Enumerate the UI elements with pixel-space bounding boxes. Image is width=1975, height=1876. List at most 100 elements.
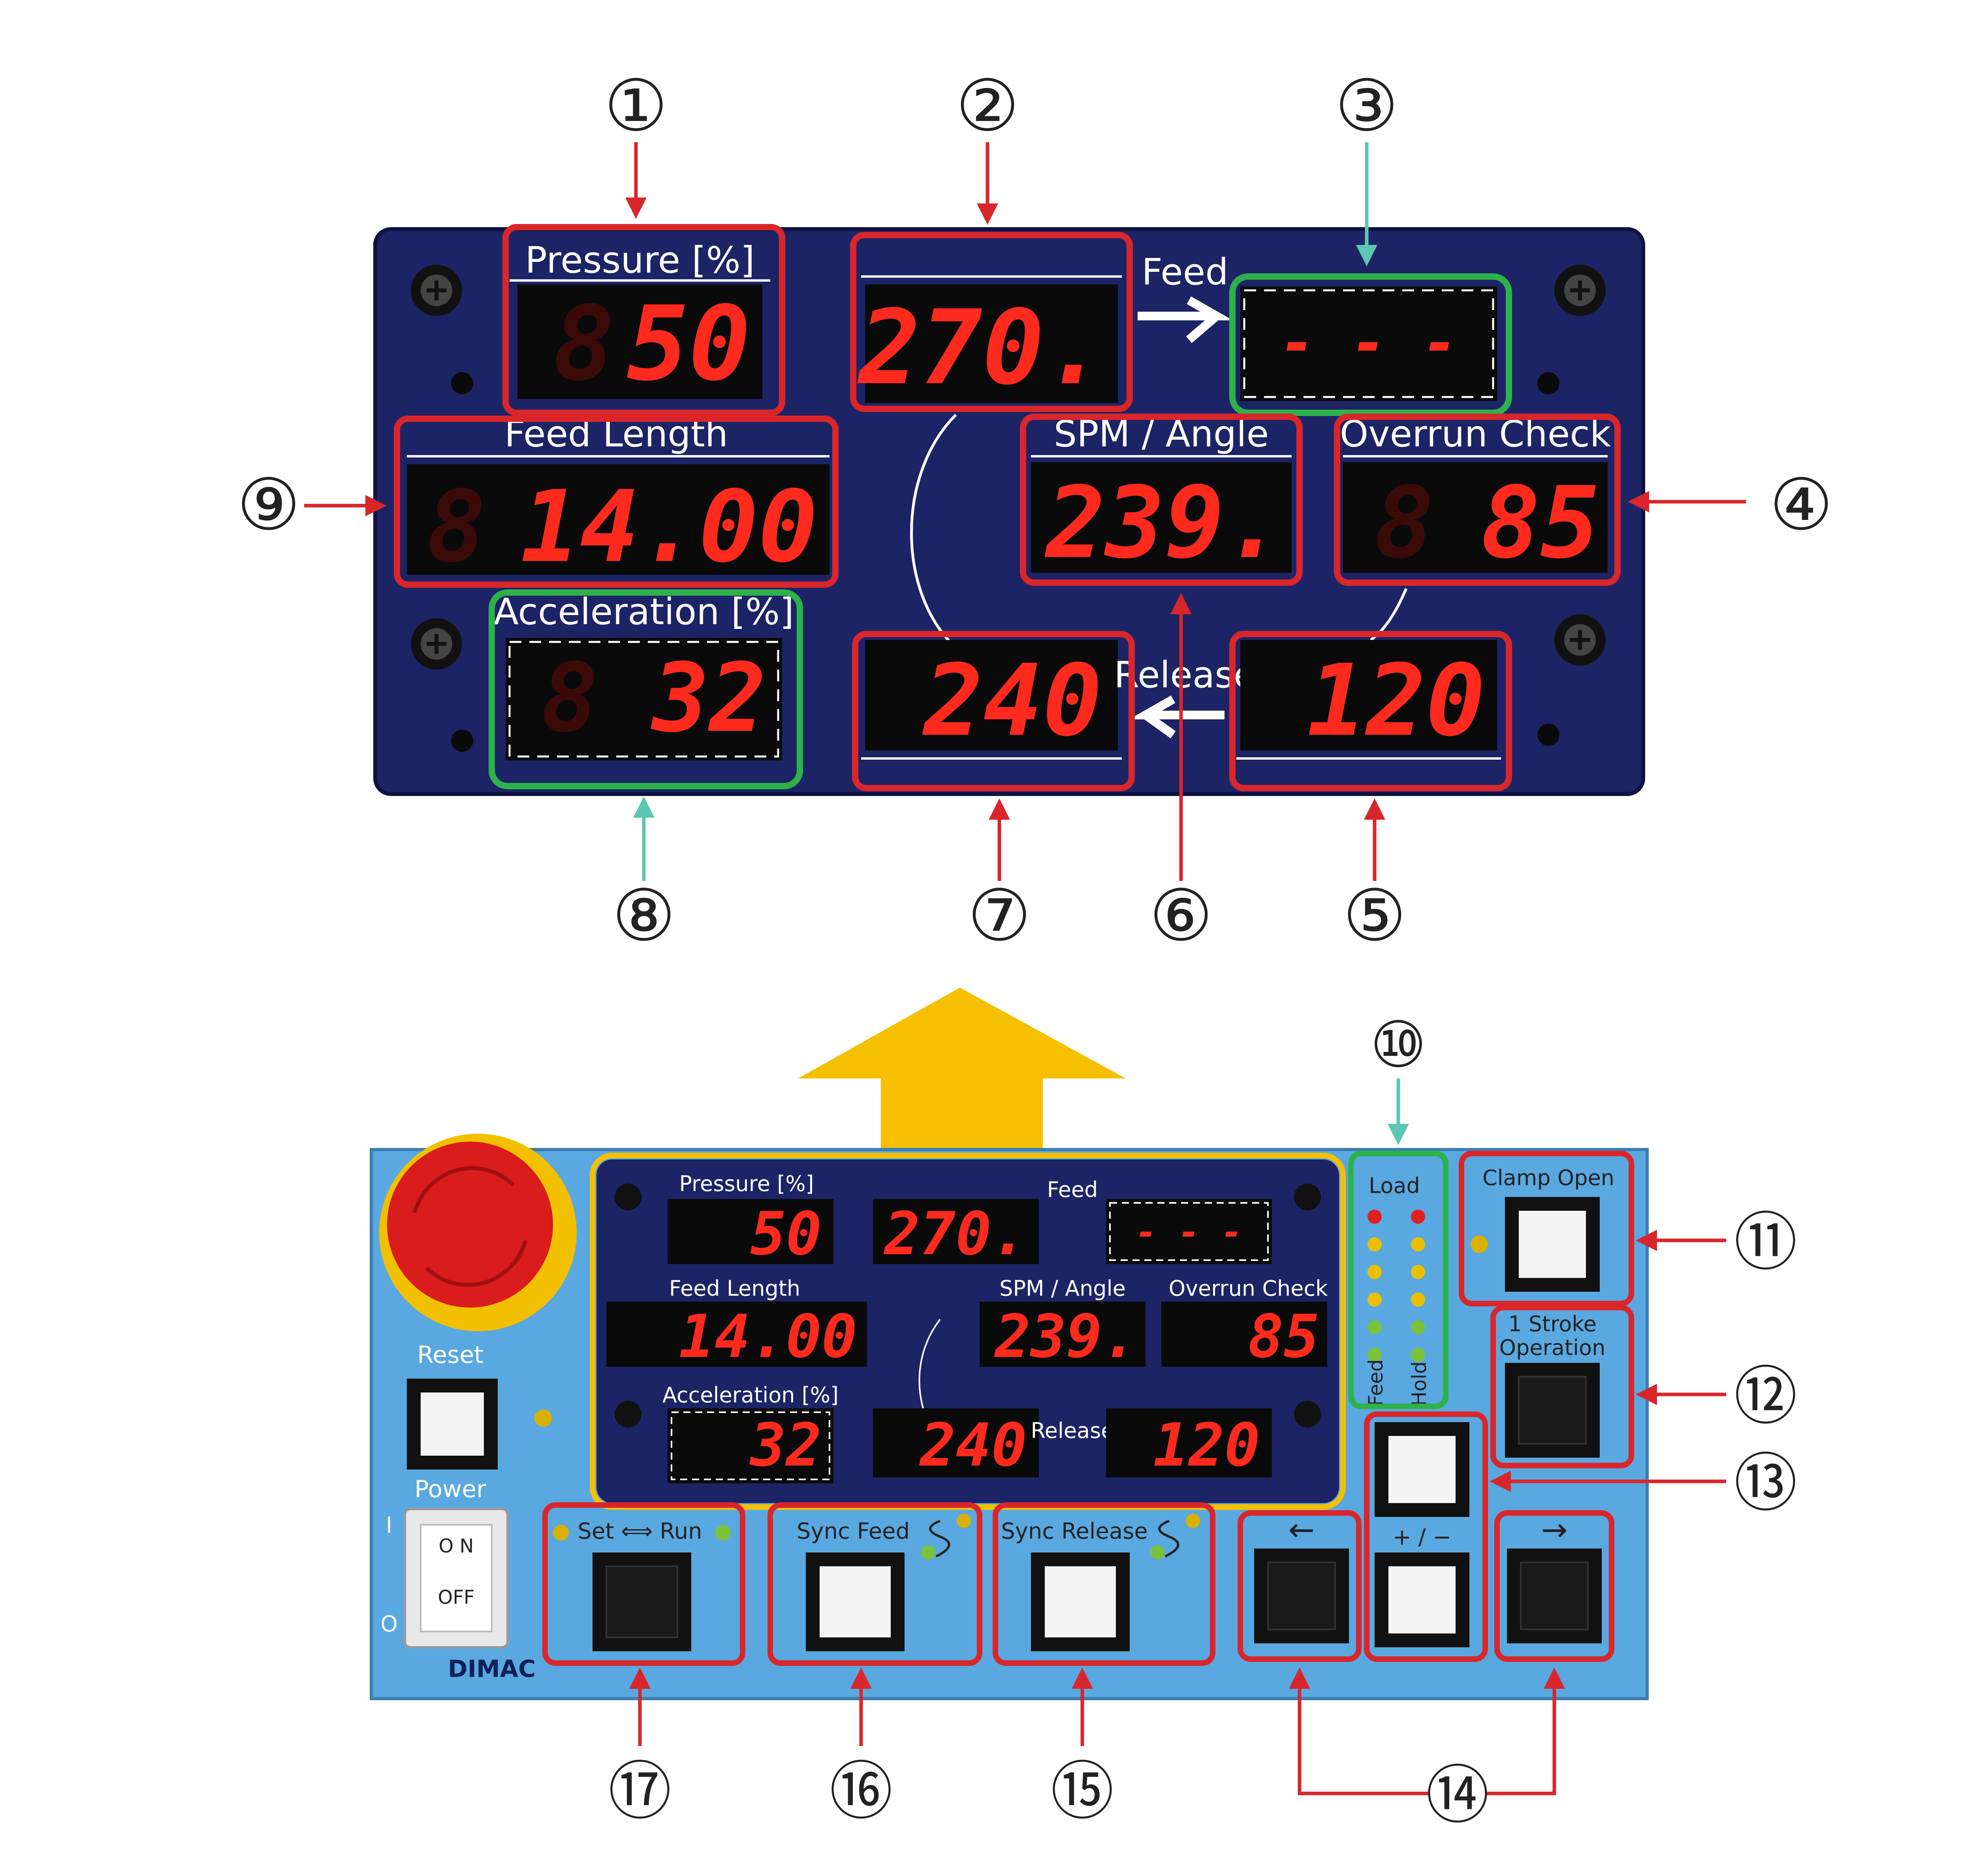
feed-length-value: 14.00 [520,469,818,584]
top-annotation-frames [394,224,1621,791]
power-label: Power [414,1475,486,1503]
stroke-label-1: 1 Stroke [1508,1312,1597,1336]
zoom-up-arrow-icon [798,988,1126,1153]
mini-pressure-label: Pressure [%] [679,1171,814,1196]
plus-minus-label: + / − [1393,1524,1451,1550]
hold-vertical-label: Hold [1408,1361,1431,1406]
callout-5: ⑤ [1343,875,1406,957]
callout-8: ⑧ [612,875,675,957]
rotate-arrow-icon [413,1166,515,1214]
load-led-meter [1367,1210,1425,1362]
power-off-text: OFF [438,1586,475,1609]
reset-label: Reset [417,1341,483,1369]
callout-16: ⑯ [830,1754,893,1828]
callout-7: ⑦ [967,875,1031,957]
acceleration-value: 32 [651,643,766,753]
mini-feed-label: Feed [1047,1177,1098,1202]
brand-logo: DIMAC [448,1655,536,1683]
mount-hole-icon [451,730,473,752]
feed-vertical-label: Feed [1364,1359,1387,1406]
callout-12: ⑫ [1734,1359,1797,1433]
sync-wave-icon [929,1520,950,1558]
acceleration-label: Acceleration [%] [494,591,794,633]
feed-label: Feed [1142,251,1228,293]
load-label: Load [1369,1173,1420,1198]
feed-check-value: - - - [1279,309,1458,378]
screw-icon [1294,1184,1321,1210]
release-arrow-icon [1129,695,1224,738]
mini-feed-length-label: Feed Length [669,1276,800,1301]
overrun-value: 85 [1481,465,1600,580]
pressure-readout [517,284,762,399]
set-run-label: Set ⟺ Run [577,1518,702,1544]
top-annotation-arrows [304,142,1746,881]
svg-text:8: 8 [541,643,598,753]
acceleration-readout [506,638,782,760]
mini-acceleration-label: Acceleration [%] [662,1383,839,1407]
feed-length-readout [407,464,830,575]
pressure-value: 50 [627,284,750,404]
callout-15: ⑮ [1051,1754,1114,1828]
mini-spm-value: 239. [994,1302,1138,1371]
mount-hole-icon [1537,724,1559,746]
clamp-led-icon [1471,1236,1488,1253]
top-callouts: ① ② ③ ④ ⑤ ⑥ ⑦ ⑧ ⑨ [237,65,1833,957]
feed-angle-value: 270. [857,288,1106,408]
power-on-text: O N [439,1535,474,1557]
rotate-arrow-icon [425,1240,527,1287]
feed-arrow-icon [1138,296,1233,343]
callout-10: ⑩ [1370,1008,1426,1082]
right-arrow-icon: → [1541,1511,1567,1548]
callout-4: ④ [1769,464,1833,546]
reset-led-icon [534,1409,552,1427]
clamp-open-label: Clamp Open [1482,1165,1614,1190]
callout-17: ⑰ [608,1754,672,1828]
mini-overrun-label: Overrun Check [1169,1276,1328,1301]
mini-release-label: Release [1031,1418,1114,1443]
svg-text:8: 8 [553,284,615,404]
callout-1: ① [604,65,668,147]
cycle-arc [910,414,957,649]
screw-icon [1294,1401,1321,1428]
screw-icon [1554,265,1606,316]
screw-icon [411,618,462,670]
sync-wave-icon [1158,1520,1179,1558]
svg-text:8: 8 [427,469,486,584]
mini-feed-length-value: 14.00 [679,1302,857,1371]
pressure-label: Pressure [%] [525,239,754,281]
callout-9: ⑨ [237,464,300,546]
bottom-callouts: ⑩ ⑪ ⑫ ⑬ ⑭ ⑮ ⑯ ⑰ [608,1008,1797,1832]
screw-icon [1554,614,1606,666]
mini-spm-label: SPM / Angle [999,1276,1126,1301]
release-check-value: 120 [1307,643,1485,758]
release-check-readout [1240,640,1497,751]
callout-6: ⑥ [1149,875,1213,957]
screw-icon [411,265,462,316]
mini-feed-angle-value: 270. [883,1200,1027,1268]
screw-icon [615,1184,641,1210]
top-display-panel: Pressure [%] 8 50 270. Feed - - - Feed L… [373,227,1645,796]
bottom-annotation-arrows [629,1078,1726,1795]
release-angle-value: 240 [922,643,1102,758]
callout-11: ⑪ [1734,1205,1797,1279]
svg-text:8: 8 [1375,465,1434,580]
emergency-stop-button[interactable] [379,1134,577,1331]
overrun-readout [1343,462,1608,573]
power-switch[interactable]: O N OFF [404,1508,509,1648]
power-i-mark: I [386,1513,393,1538]
spm-readout [1031,462,1292,573]
left-arrow-icon: ← [1288,1511,1315,1548]
callout-2: ② [956,65,1019,147]
screw-icon [615,1401,641,1428]
mini-feed-check-value: - - - [1136,1212,1243,1253]
feed-check-readout [1240,286,1497,401]
spm-value: 239. [1044,465,1284,580]
mini-overrun-value: 85 [1248,1302,1319,1371]
callout-13: ⑬ [1734,1446,1797,1520]
stroke-label-2: Operation [1499,1335,1606,1360]
mount-hole-icon [451,372,473,394]
feed-angle-readout [865,284,1118,403]
mini-release-angle-value: 240 [919,1411,1027,1480]
run-led-icon [715,1525,731,1541]
